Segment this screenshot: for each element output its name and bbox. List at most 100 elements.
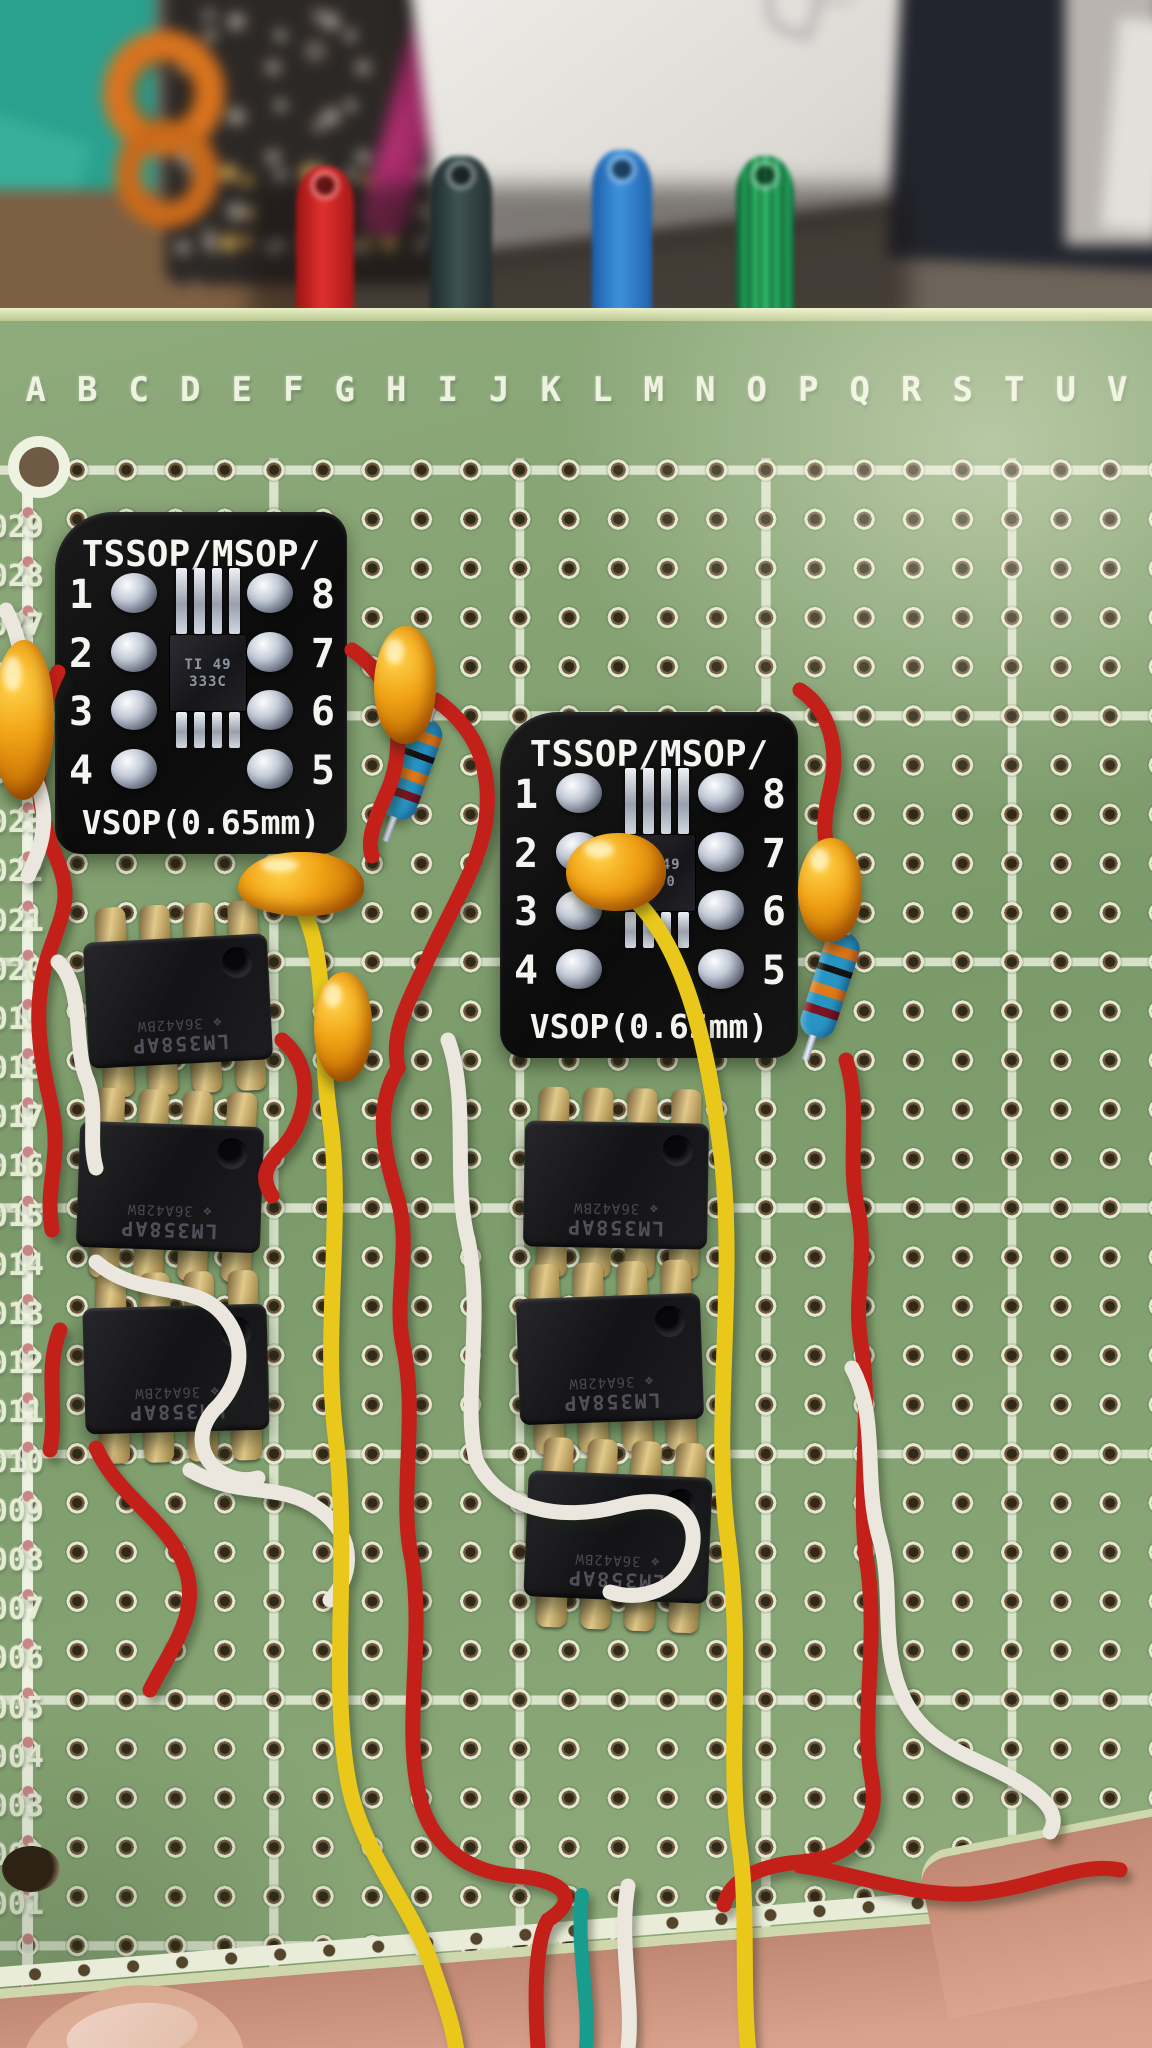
row-label: 018 [0,1051,44,1087]
pin-label: 4 [514,944,602,1003]
pin-label: 2 [514,827,602,886]
pin-label: 3 [69,685,157,744]
pin-label: 4 [69,744,157,803]
ti-logo-icon: ❖ [211,1013,223,1031]
column-label: G [334,370,355,410]
row-label: 020 [0,952,44,988]
pin-label: 1 [69,568,157,627]
column-label: C [128,370,149,410]
column-label: S [952,370,973,410]
column-label: Q [849,370,870,410]
column-label: T [1004,370,1025,410]
column-label: R [901,370,922,410]
capacitor [566,833,666,911]
ic-marking-line2: 333C [189,673,227,690]
column-label: E [231,370,252,410]
row-label: 008 [0,1542,44,1578]
ti-logo-icon: ❖ [201,1203,212,1220]
pin-label: 7 [247,627,335,686]
chip-marking: LM358AP ❖ 36A42BW [566,1550,666,1595]
pcb-top-edge [0,308,1152,321]
capacitor [374,626,436,744]
ic-marking-line1: TI 49 [184,656,232,673]
column-label: B [77,370,98,410]
adapter-subtitle: VSOP(0.65mm) [81,803,321,842]
chip-marking: LM358AP ❖ 36A42BW [561,1372,662,1416]
row-label: 013 [0,1297,44,1332]
ic-leads-bottom [616,912,698,948]
pin-label: 3 [514,885,602,944]
dip8-chip: LM358AP ❖ 36A42BW [75,1087,265,1283]
binding-post-red [296,166,354,316]
ic-body: TI 49 333C [169,634,247,712]
column-label: U [1055,370,1076,410]
row-label: 005 [0,1690,44,1726]
row-label: 015 [0,1198,44,1234]
row-label: 010 [0,1444,44,1480]
pouch-marking-2 [818,0,855,5]
posts-shadow [250,185,910,325]
row-label: 021 [0,903,44,939]
ic-leads-bottom [167,712,249,748]
ti-logo-icon: ❖ [648,1200,659,1217]
capacitor [314,972,372,1082]
row-label: 007 [0,1592,44,1628]
capacitor [238,852,364,916]
adapter-subtitle: VSOP(0.65mm) [529,1007,769,1046]
pin-label: 8 [698,768,786,827]
pin-label: 6 [698,885,786,944]
binding-post-dark [430,156,492,316]
dip8-chip: LM358AP ❖ 36A42BW [522,1086,710,1280]
column-label: M [643,370,664,410]
row-label: 004 [0,1739,44,1775]
dip8-chip: LM358AP ❖ 36A42BW [82,899,274,1098]
pin-label: 5 [247,744,335,803]
column-label: I [437,370,458,410]
column-label: H [386,370,407,410]
row-label: 011 [0,1395,44,1431]
row-label: 014 [0,1247,44,1283]
column-label: A [25,370,46,410]
ti-logo-icon: ❖ [209,1382,220,1400]
row-label: 017 [0,1100,44,1136]
pin-label: 2 [69,627,157,686]
dip8-chip: LM358AP ❖ 36A42BW [515,1259,705,1455]
row-label: 019 [0,1001,44,1037]
column-label: L [592,370,613,410]
orange-ring-part-2 [115,120,219,228]
binding-post-green [736,156,794,316]
column-label: F [283,370,304,410]
dip8-chip: LM358AP ❖ 36A42BW [523,1436,713,1634]
row-label: 029 [0,510,44,545]
capacitor [0,640,54,800]
pin-label: 7 [698,827,786,886]
row-label: 028 [0,559,44,595]
row-label: 012 [0,1346,44,1382]
ic-leads-top [616,768,698,834]
chip-marking: LM358AP ❖ 36A42BW [127,1382,227,1426]
row-label: 006 [0,1641,44,1677]
pin-label: 1 [514,768,602,827]
solder-ring-pad [8,436,70,498]
workbench-clutter [0,0,1152,332]
mounting-hole [2,1846,60,1892]
column-label: P [798,370,819,410]
row-label: 023 [0,805,44,841]
column-label: J [489,370,510,410]
ic-leads-top [167,568,249,634]
column-label: K [540,370,561,410]
soldered-tssop-ic: TI 49 333C [167,568,249,748]
column-label: O [746,370,767,410]
column-label: V [1107,370,1128,410]
row-label: 001 [0,1887,44,1923]
capacitor [798,838,862,942]
ti-logo-icon: ❖ [643,1372,654,1389]
row-label: 003 [0,1788,44,1824]
ti-logo-icon: ❖ [649,1553,660,1570]
